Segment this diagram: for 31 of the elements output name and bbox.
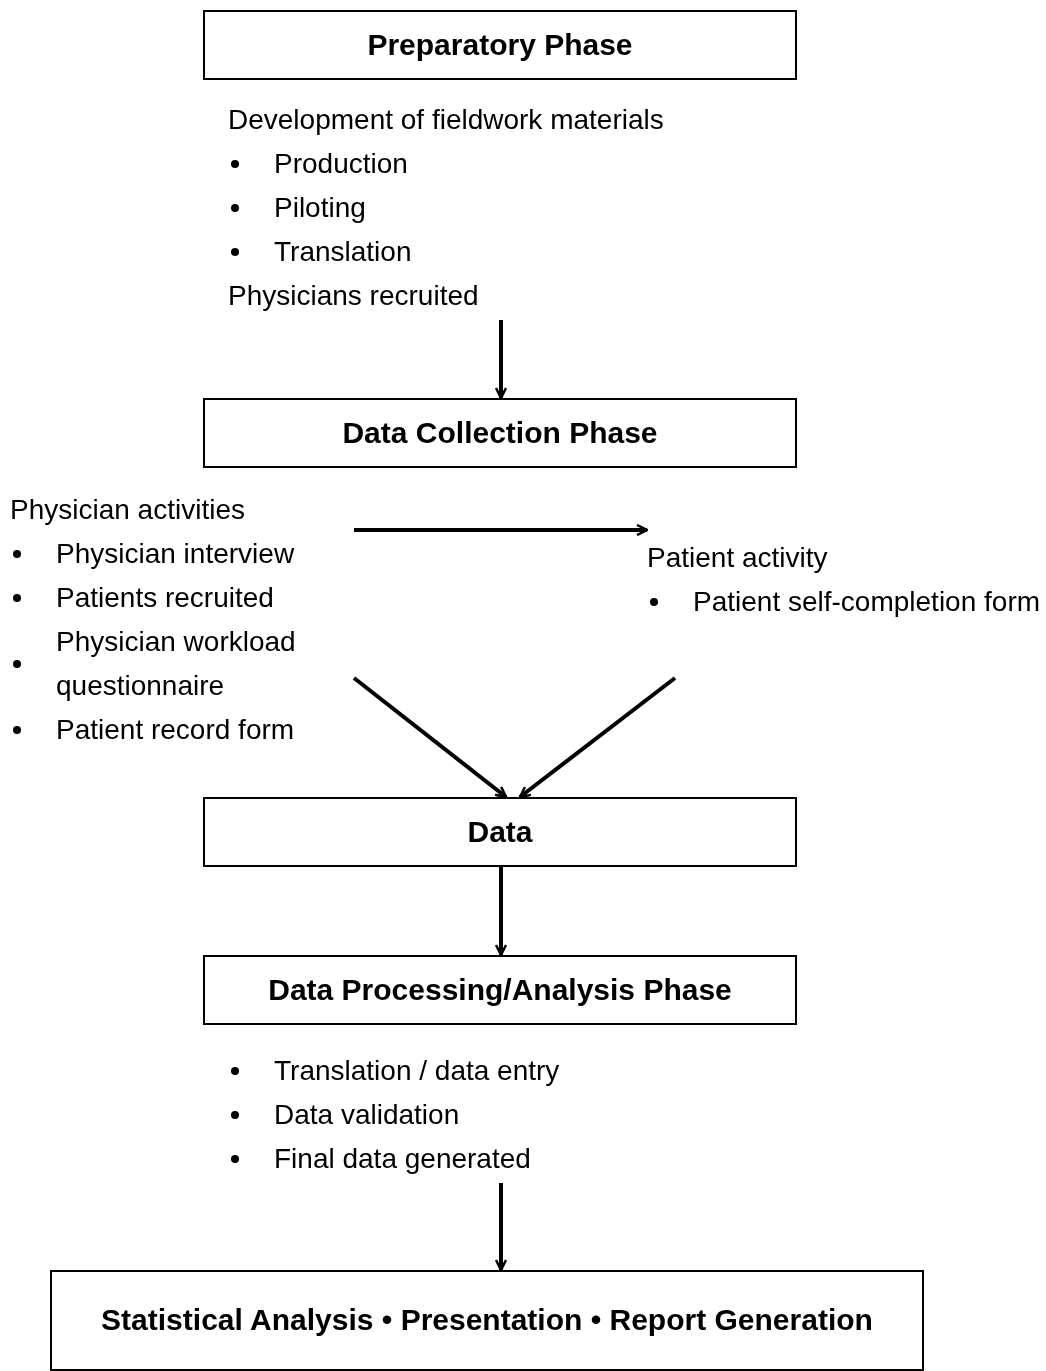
phase-box (203, 797, 797, 867)
list-heading: Physician activities (10, 493, 246, 527)
list-item: Physician interview (56, 537, 295, 571)
list-item: Translation / data entry (274, 1054, 560, 1088)
list-item: Translation (274, 235, 412, 269)
phase-box (50, 1270, 924, 1371)
arrow (494, 1183, 508, 1272)
phase-title: Data Processing/Analysis Phase (268, 971, 732, 1008)
list-item: Patient record form (56, 713, 295, 747)
list-item: Production (274, 147, 408, 181)
list-item: Patients recruited (56, 581, 274, 615)
list-heading: Development of fieldwork materials (228, 103, 665, 137)
phase-box (203, 955, 797, 1025)
phase-title: Preparatory Phase (367, 26, 633, 63)
list-item: Piloting (274, 191, 366, 225)
list-item: Data validation (274, 1098, 460, 1132)
list-item: Patient self-completion form (693, 585, 1041, 619)
phase-title: Statistical Analysis • Presentation • Report Generation (101, 1302, 873, 1339)
phase-title: Data (467, 813, 533, 850)
arrow (352, 676, 508, 799)
arrow (354, 523, 649, 537)
arrow (494, 320, 508, 400)
list-item: Final data generated (274, 1142, 531, 1176)
list-item: Physician workload questionnaire (56, 625, 297, 703)
arrow (494, 867, 508, 957)
phase-box (203, 10, 797, 80)
phase-title: Data Collection Phase (342, 414, 658, 451)
phase-box (203, 398, 797, 468)
list-heading: Patient activity (647, 541, 829, 575)
list-heading: Physicians recruited (228, 279, 480, 313)
arrow (518, 676, 677, 799)
